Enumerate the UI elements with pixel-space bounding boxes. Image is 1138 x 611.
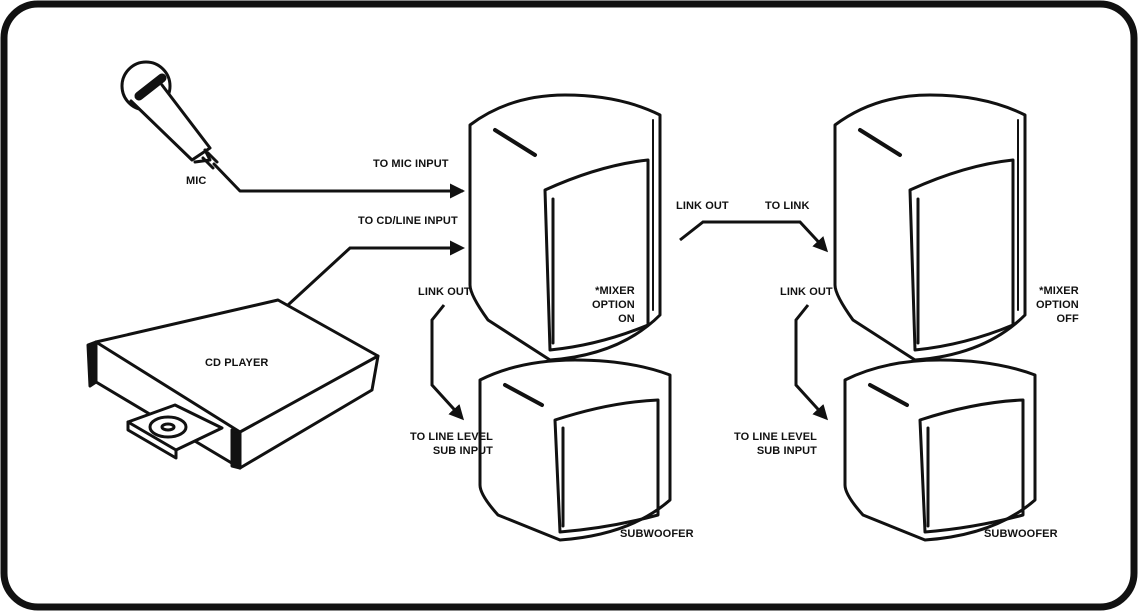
mic-label: MIC <box>186 175 207 187</box>
microphone-icon <box>120 60 465 199</box>
subwoofer-label-left: SUBWOOFER <box>620 528 694 540</box>
to-cd-line-input-label: TO CD/LINE INPUT <box>358 215 458 227</box>
mixer-option-off-label: *MIXER OPTION OFF <box>1036 285 1079 325</box>
to-link-label: TO LINK <box>765 200 810 212</box>
link-out-label-middle: LINK OUT <box>676 200 729 212</box>
link-out-label-right: LINK OUT <box>780 286 833 298</box>
subwoofer-left <box>478 358 672 542</box>
to-line-level-sub-input-label-left: TO LINE LEVEL SUB INPUT <box>410 431 493 457</box>
link-out-label-left: LINK OUT <box>418 286 471 298</box>
to-mic-input-label: TO MIC INPUT <box>373 158 449 170</box>
main-speaker-right <box>833 93 1027 362</box>
link-out-arrow-left <box>430 304 465 421</box>
link-arrow-middle <box>679 220 829 253</box>
subwoofer-label-right: SUBWOOFER <box>984 528 1058 540</box>
to-line-level-sub-input-label-right: TO LINE LEVEL SUB INPUT <box>734 431 817 457</box>
cd-player-label: CD PLAYER <box>205 357 269 369</box>
link-out-arrow-right <box>794 304 829 421</box>
cd-line-connection <box>286 240 465 307</box>
subwoofer-right <box>843 358 1037 542</box>
mixer-option-on-label: *MIXER OPTION ON <box>592 285 635 325</box>
cd-player-icon <box>86 298 380 470</box>
